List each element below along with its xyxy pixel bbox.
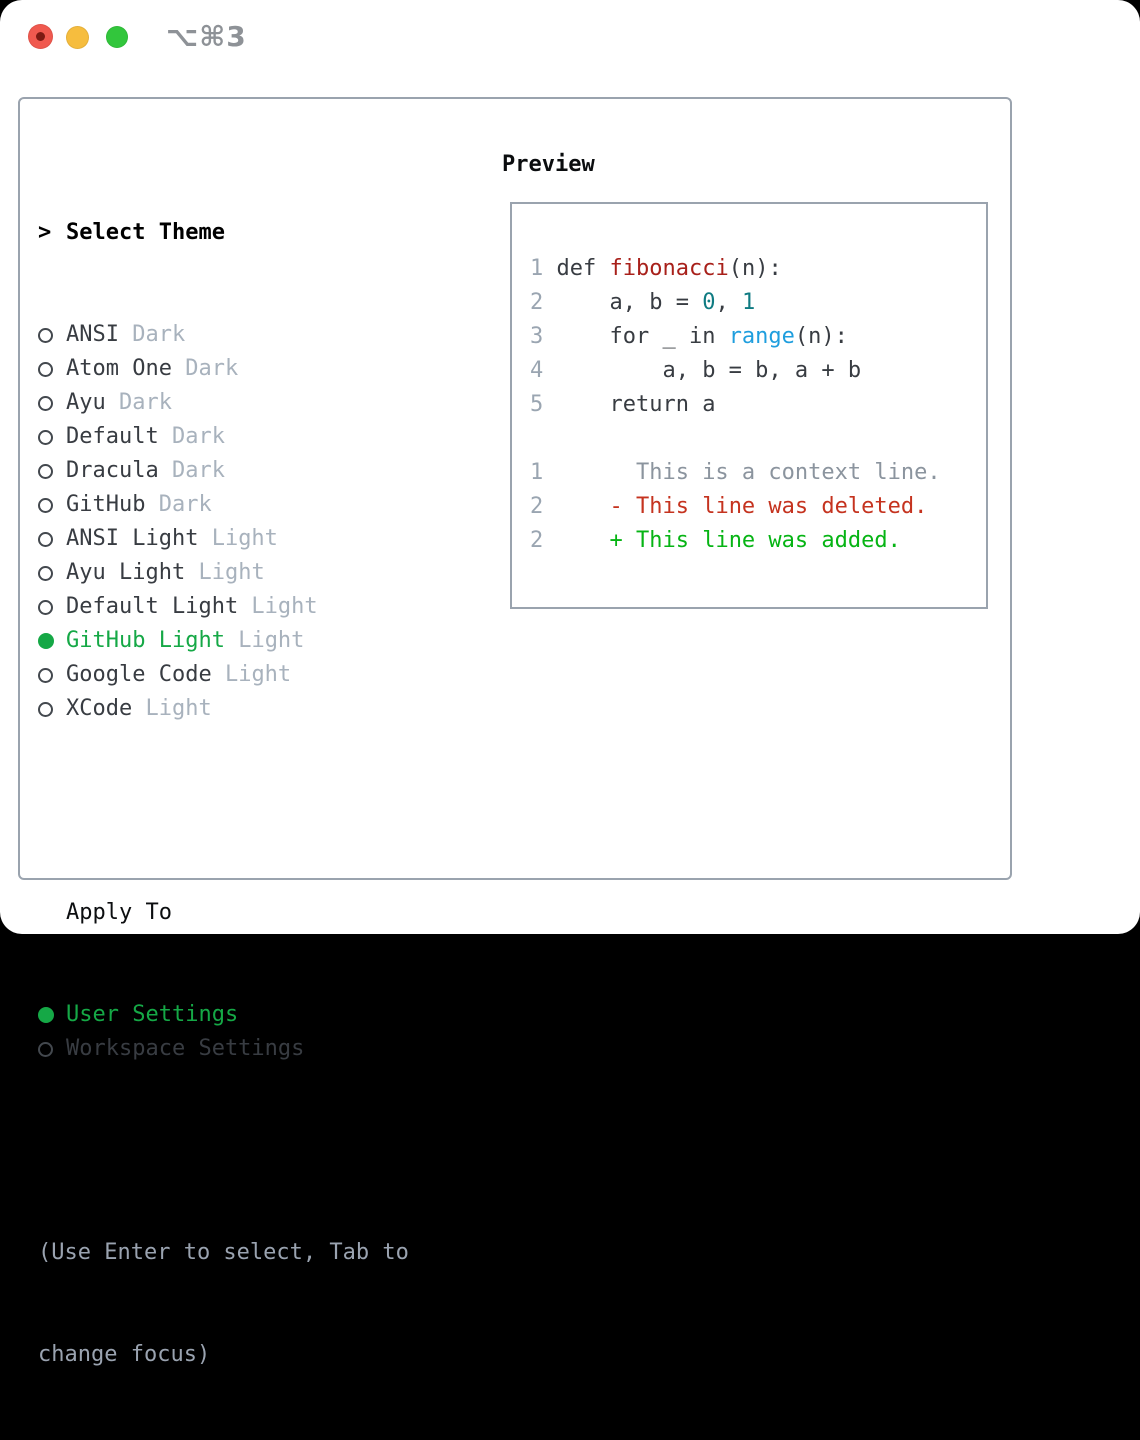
theme-option[interactable]: ANSI Light Light [38,522,409,556]
theme-variant-label: Light [132,696,212,721]
blank-line [530,422,941,456]
preview-pane: 1 def fibonacci(n): 2 a, b = 0, 1 3 for _ … [510,202,988,609]
option-label: Ayu Light [66,560,186,585]
radio-icon [38,454,66,488]
theme-option[interactable]: Atom One Dark [38,352,409,386]
radio-icon [38,522,66,556]
radio-icon [38,488,66,522]
theme-variant-label: Light [238,594,318,619]
theme-variant-label: Light [185,560,265,585]
option-label: ANSI Light [66,526,199,551]
theme-option[interactable]: GitHub Light Light [38,624,409,658]
radio-icon [38,420,66,454]
theme-option[interactable]: GitHub Dark [38,488,409,522]
option-label: Workspace Settings [66,1036,305,1061]
option-label: Google Code [66,662,212,687]
page-title: Select Theme [66,220,225,245]
theme-option[interactable]: XCode Light [38,692,409,726]
code-line: 1 def fibonacci(n): [530,256,782,281]
code-preview: 1 def fibonacci(n): 2 a, b = 0, 1 3 for _ … [530,252,941,558]
theme-variant-label: Dark [105,390,172,415]
radio-selected-icon [38,624,66,658]
radio-icon [38,590,66,624]
theme-variant-label: Light [198,526,278,551]
theme-variant-label: Light [224,628,305,653]
option-label: Ayu [66,390,106,415]
theme-option[interactable]: Google Code Light [38,658,409,692]
theme-variant-label: Dark [145,492,212,517]
theme-variant-label: Dark [158,424,225,449]
apply-option[interactable]: User Settings [38,998,409,1032]
radio-selected-icon [38,998,66,1032]
option-label: GitHub [66,492,146,517]
zoom-icon[interactable] [106,26,128,48]
preview-title: Preview [502,152,595,177]
option-label: GitHub Light [66,628,225,653]
diff-context-line: 1 This is a context line. [530,460,941,485]
radio-icon [38,692,66,726]
diff-deleted-line: 2 - This line was deleted. [530,494,928,519]
option-label: Default Light [66,594,239,619]
code-line: 4 a, b = b, a + b [530,358,862,383]
prompt-icon: > [38,220,52,245]
hint-text: change focus) [38,1342,211,1367]
code-line: 2 a, b = 0, 1 [530,290,756,315]
radio-icon [38,352,66,386]
hint-text: (Use Enter to select, Tab to [38,1240,409,1265]
radio-icon [38,556,66,590]
radio-icon [38,1032,66,1066]
option-label: XCode [66,696,133,721]
option-label: User Settings [66,1002,239,1027]
theme-variant-label: Dark [171,356,239,381]
theme-option[interactable]: ANSI Dark [38,318,409,352]
select-theme-header: > Select Theme [38,216,409,250]
option-label: Atom One [66,356,172,381]
spacer [38,794,409,828]
theme-variant-label: Dark [158,458,225,483]
theme-variant-label: Dark [118,322,186,347]
spacer [38,1134,409,1168]
radio-icon [38,318,66,352]
theme-option[interactable]: Default Light Light [38,590,409,624]
radio-icon [38,386,66,420]
option-label: ANSI [66,322,119,347]
minimize-icon[interactable] [66,26,89,49]
theme-option[interactable]: Dracula Dark [38,454,409,488]
apply-to-header: Apply To [38,896,409,930]
code-line: 5 return a [530,392,716,417]
close-icon[interactable] [28,24,53,49]
diff-added-line: 2 + This line was added. [530,528,901,553]
theme-option[interactable]: Default Dark [38,420,409,454]
theme-option[interactable]: Ayu Dark [38,386,409,420]
theme-option[interactable]: Ayu Light Light [38,556,409,590]
option-label: Dracula [66,458,159,483]
apply-option[interactable]: Workspace Settings [38,1032,409,1066]
code-line: 3 for _ in range(n): [530,324,848,349]
apply-to-title: Apply To [66,900,172,925]
option-label: Default [66,424,159,449]
window-shortcut-label: ⌥⌘3 [166,20,247,53]
theme-variant-label: Light [211,662,292,687]
radio-icon [38,658,66,692]
